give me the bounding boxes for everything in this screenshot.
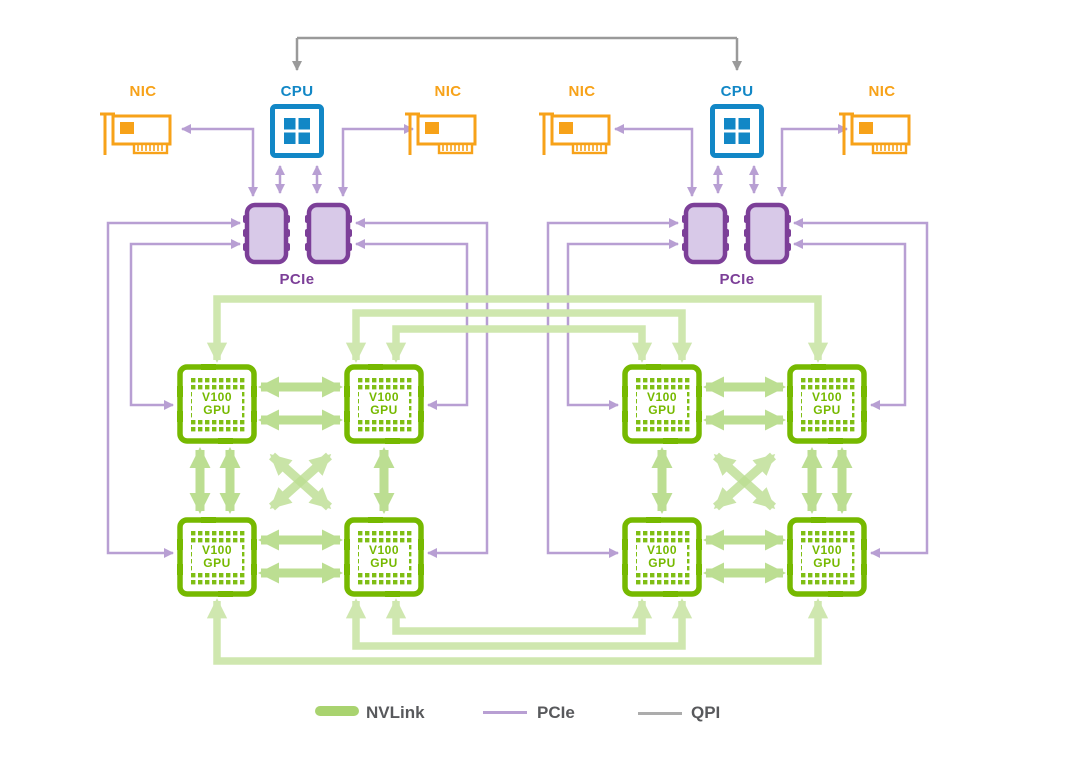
qpi-link [292,36,742,71]
nvlink-bridge-bottom-middle [345,598,693,650]
nic-label: NIC [868,83,896,100]
nvlink-bridge-top-middle [345,309,693,363]
cpu-label: CPU [280,83,314,100]
pcie-legend-label: PCIe [537,703,575,722]
nic-label: NIC [434,83,462,100]
nvlink-legend-label: NVLink [366,703,425,722]
nvlink-bridge-top-inner [385,325,653,363]
pcie-link-sw2-gpu6 [793,239,907,410]
cpu-label: CPU [720,83,754,100]
pcie-link-nic1 [181,124,258,197]
pcie-link-nic2 [338,124,414,197]
pcie-switch-icon [682,205,729,262]
cpu-icon [713,104,762,158]
pcie-legend-line [483,711,527,714]
pcie-switch-icon [243,205,290,262]
pcie-link-nic4 [777,124,848,197]
pcie-link-sw2-gpu5 [566,239,679,410]
nvlink-bridges [206,295,829,665]
pcie-label: PCIe [719,271,755,288]
nic-icon [537,112,611,157]
pcie-links [106,124,929,558]
pcie-switch-icon [305,205,352,262]
pcie-link-nic3 [614,124,697,197]
nic-icon [403,112,477,157]
nvlink-right-cluster [651,376,853,584]
nvlink-left-cluster [189,376,395,584]
qpi-legend-label: QPI [691,703,721,722]
qpi-legend-line [638,712,682,715]
pcie-label: PCIe [279,271,315,288]
pcie-link-sw1-gpu4 [355,218,489,558]
nvlink-bridge-bottom-outer [206,598,829,665]
nic-icon [837,112,911,157]
pcie-link-sw1-gpu1 [129,239,241,410]
nvlink-bridge-bottom-inner [385,598,653,635]
nvlink-bridge-top-outer [206,295,829,363]
pcie-link-sw2-gpu7 [546,218,679,558]
pcie-link-sw1-gpu2 [355,239,469,410]
nvlink-legend-swatch [315,706,359,716]
nvlink-arrow-diagonal [712,452,777,511]
pcie-switch-icon [744,205,791,262]
nic-label: NIC [129,83,157,100]
nvlink-arrow-diagonal [268,452,333,511]
pcie-link-sw1-gpu3 [106,218,241,558]
nic-label: NIC [568,83,596,100]
pcie-link-sw2-gpu8 [793,218,929,558]
cpu-icon [273,104,322,158]
nic-icon [98,112,172,157]
